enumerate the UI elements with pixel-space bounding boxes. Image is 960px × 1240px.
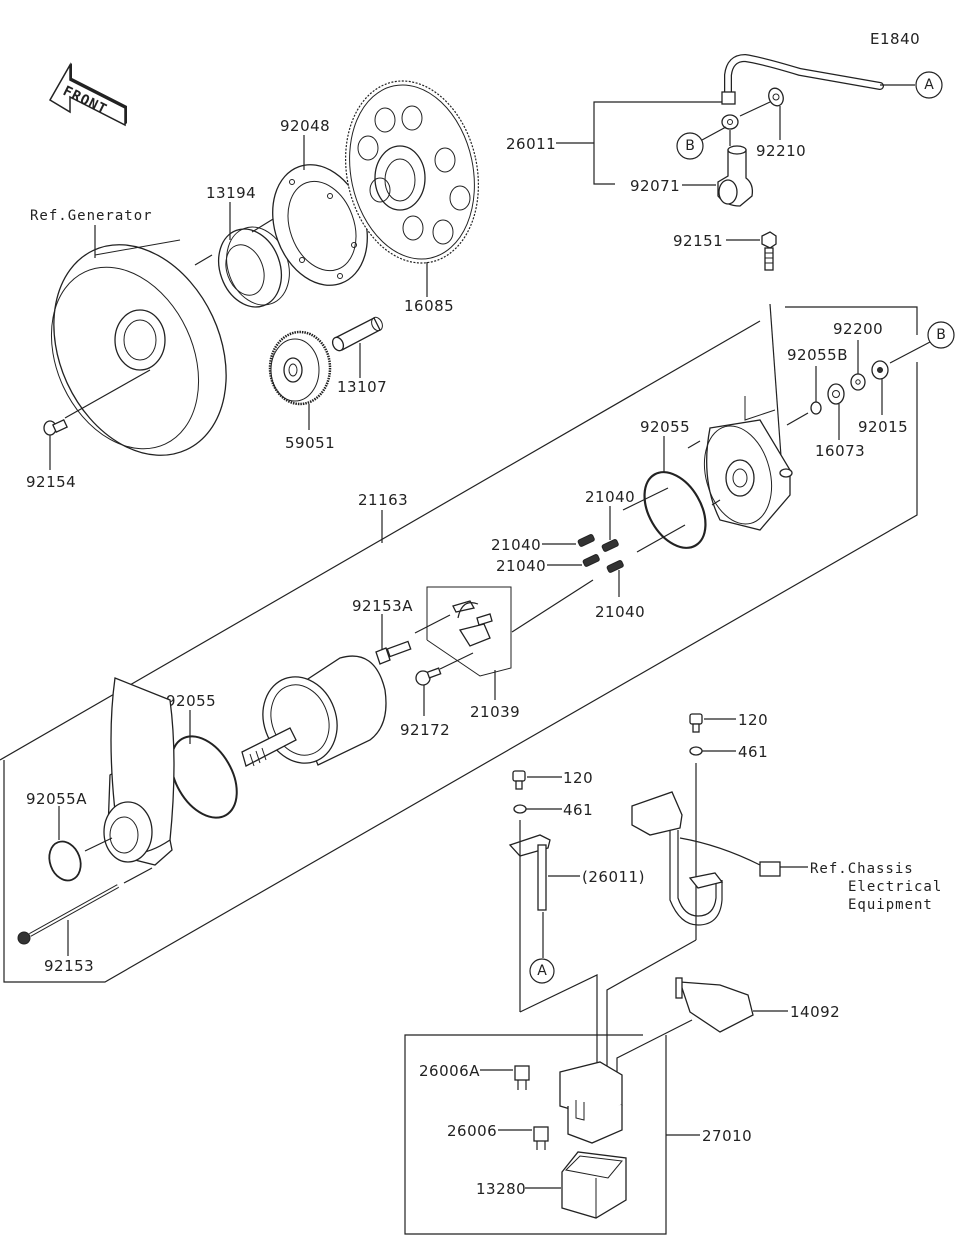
label-13280: 13280 [476,1180,526,1198]
label-92172: 92172 [400,721,450,739]
ref-chassis-line1: Ref.Chassis [810,861,914,877]
label-92015: 92015 [858,418,908,436]
callout-a-upper: A [915,71,943,99]
label-120-lower: 120 [563,769,593,787]
part-461-lower [513,804,527,814]
label-92055-upper: 92055 [640,418,690,436]
label-27010: 27010 [702,1127,752,1145]
label-21039: 21039 [470,703,520,721]
part-cable-harness [631,791,781,926]
label-26006A: 26006A [419,1062,480,1080]
part-92153A [375,640,412,665]
part-16085 [345,80,479,264]
label-13194: 13194 [206,184,256,202]
part-starter-front-cover [103,677,175,866]
svg-text:B: B [936,327,946,343]
part-starter-yoke [241,655,387,767]
part-14092 [675,977,754,1033]
part-461-upper [689,746,703,756]
ref-generator: Ref.Generator [30,208,153,224]
label-13107: 13107 [337,378,387,396]
svg-text:B: B [685,138,695,154]
part-13107 [331,316,383,352]
part-26011-terminal [508,834,551,911]
part-26011-cable [721,53,884,130]
part-26006 [533,1126,549,1150]
svg-text:A: A [537,963,547,979]
label-21040-d: 21040 [595,603,645,621]
label-92153A: 92153A [352,597,413,615]
callout-b-right: B [927,321,955,349]
label-26011-paren: (26011) [582,868,645,886]
part-92015 [871,360,889,380]
part-92055-upper [643,471,707,549]
label-92200: 92200 [833,320,883,338]
label-21040-c: 21040 [496,557,546,575]
part-92172 [415,667,442,686]
label-21040-b: 21040 [491,536,541,554]
svg-text:A: A [924,77,934,93]
part-92154 [43,418,68,436]
label-92071: 92071 [630,177,680,195]
label-92055-lower: 92055 [166,692,216,710]
label-92048: 92048 [280,117,330,135]
part-92200 [850,373,866,391]
part-59051 [268,330,332,406]
label-461-lower: 461 [563,801,593,819]
part-92151 [761,231,777,271]
part-92048 [272,164,368,286]
label-21163: 21163 [358,491,408,509]
part-starter-rear-cover [703,396,793,531]
part-92210 [768,87,784,107]
ref-chassis-line2: Electrical [848,879,942,895]
part-13280 [561,1151,627,1219]
label-120-upper: 120 [738,711,768,729]
label-16073: 16073 [815,442,865,460]
label-14092: 14092 [790,1003,840,1021]
label-92055A: 92055A [26,790,87,808]
label-26011: 26011 [506,135,556,153]
generator-rotor [50,239,227,456]
diagram-code: E1840 [870,30,920,48]
label-21040-a: 21040 [585,488,635,506]
label-461-upper: 461 [738,743,768,761]
part-92153 [17,884,119,945]
part-21040-brushes [577,534,624,573]
part-26006A [514,1065,530,1090]
part-16073 [827,383,845,405]
part-92055B [810,401,822,415]
front-arrow-icon: FRONT [48,62,127,127]
part-21039 [426,586,512,677]
part-92055A [48,840,82,882]
label-26006: 26006 [447,1122,497,1140]
part-92055-lower [170,735,238,819]
part-120-lower [512,770,526,790]
label-92153: 92153 [44,957,94,975]
label-16085: 16085 [404,297,454,315]
part-92071 [717,145,754,207]
label-92210: 92210 [756,142,806,160]
callout-b-upper: B [676,132,704,160]
callout-a-lower: A [529,958,555,984]
label-92055B: 92055B [787,346,848,364]
label-92154: 92154 [26,473,76,491]
label-92151: 92151 [673,232,723,250]
label-59051: 59051 [285,434,335,452]
part-120-upper [689,713,703,733]
ref-chassis-line3: Equipment [848,897,933,913]
part-starter-relay [559,1061,623,1144]
